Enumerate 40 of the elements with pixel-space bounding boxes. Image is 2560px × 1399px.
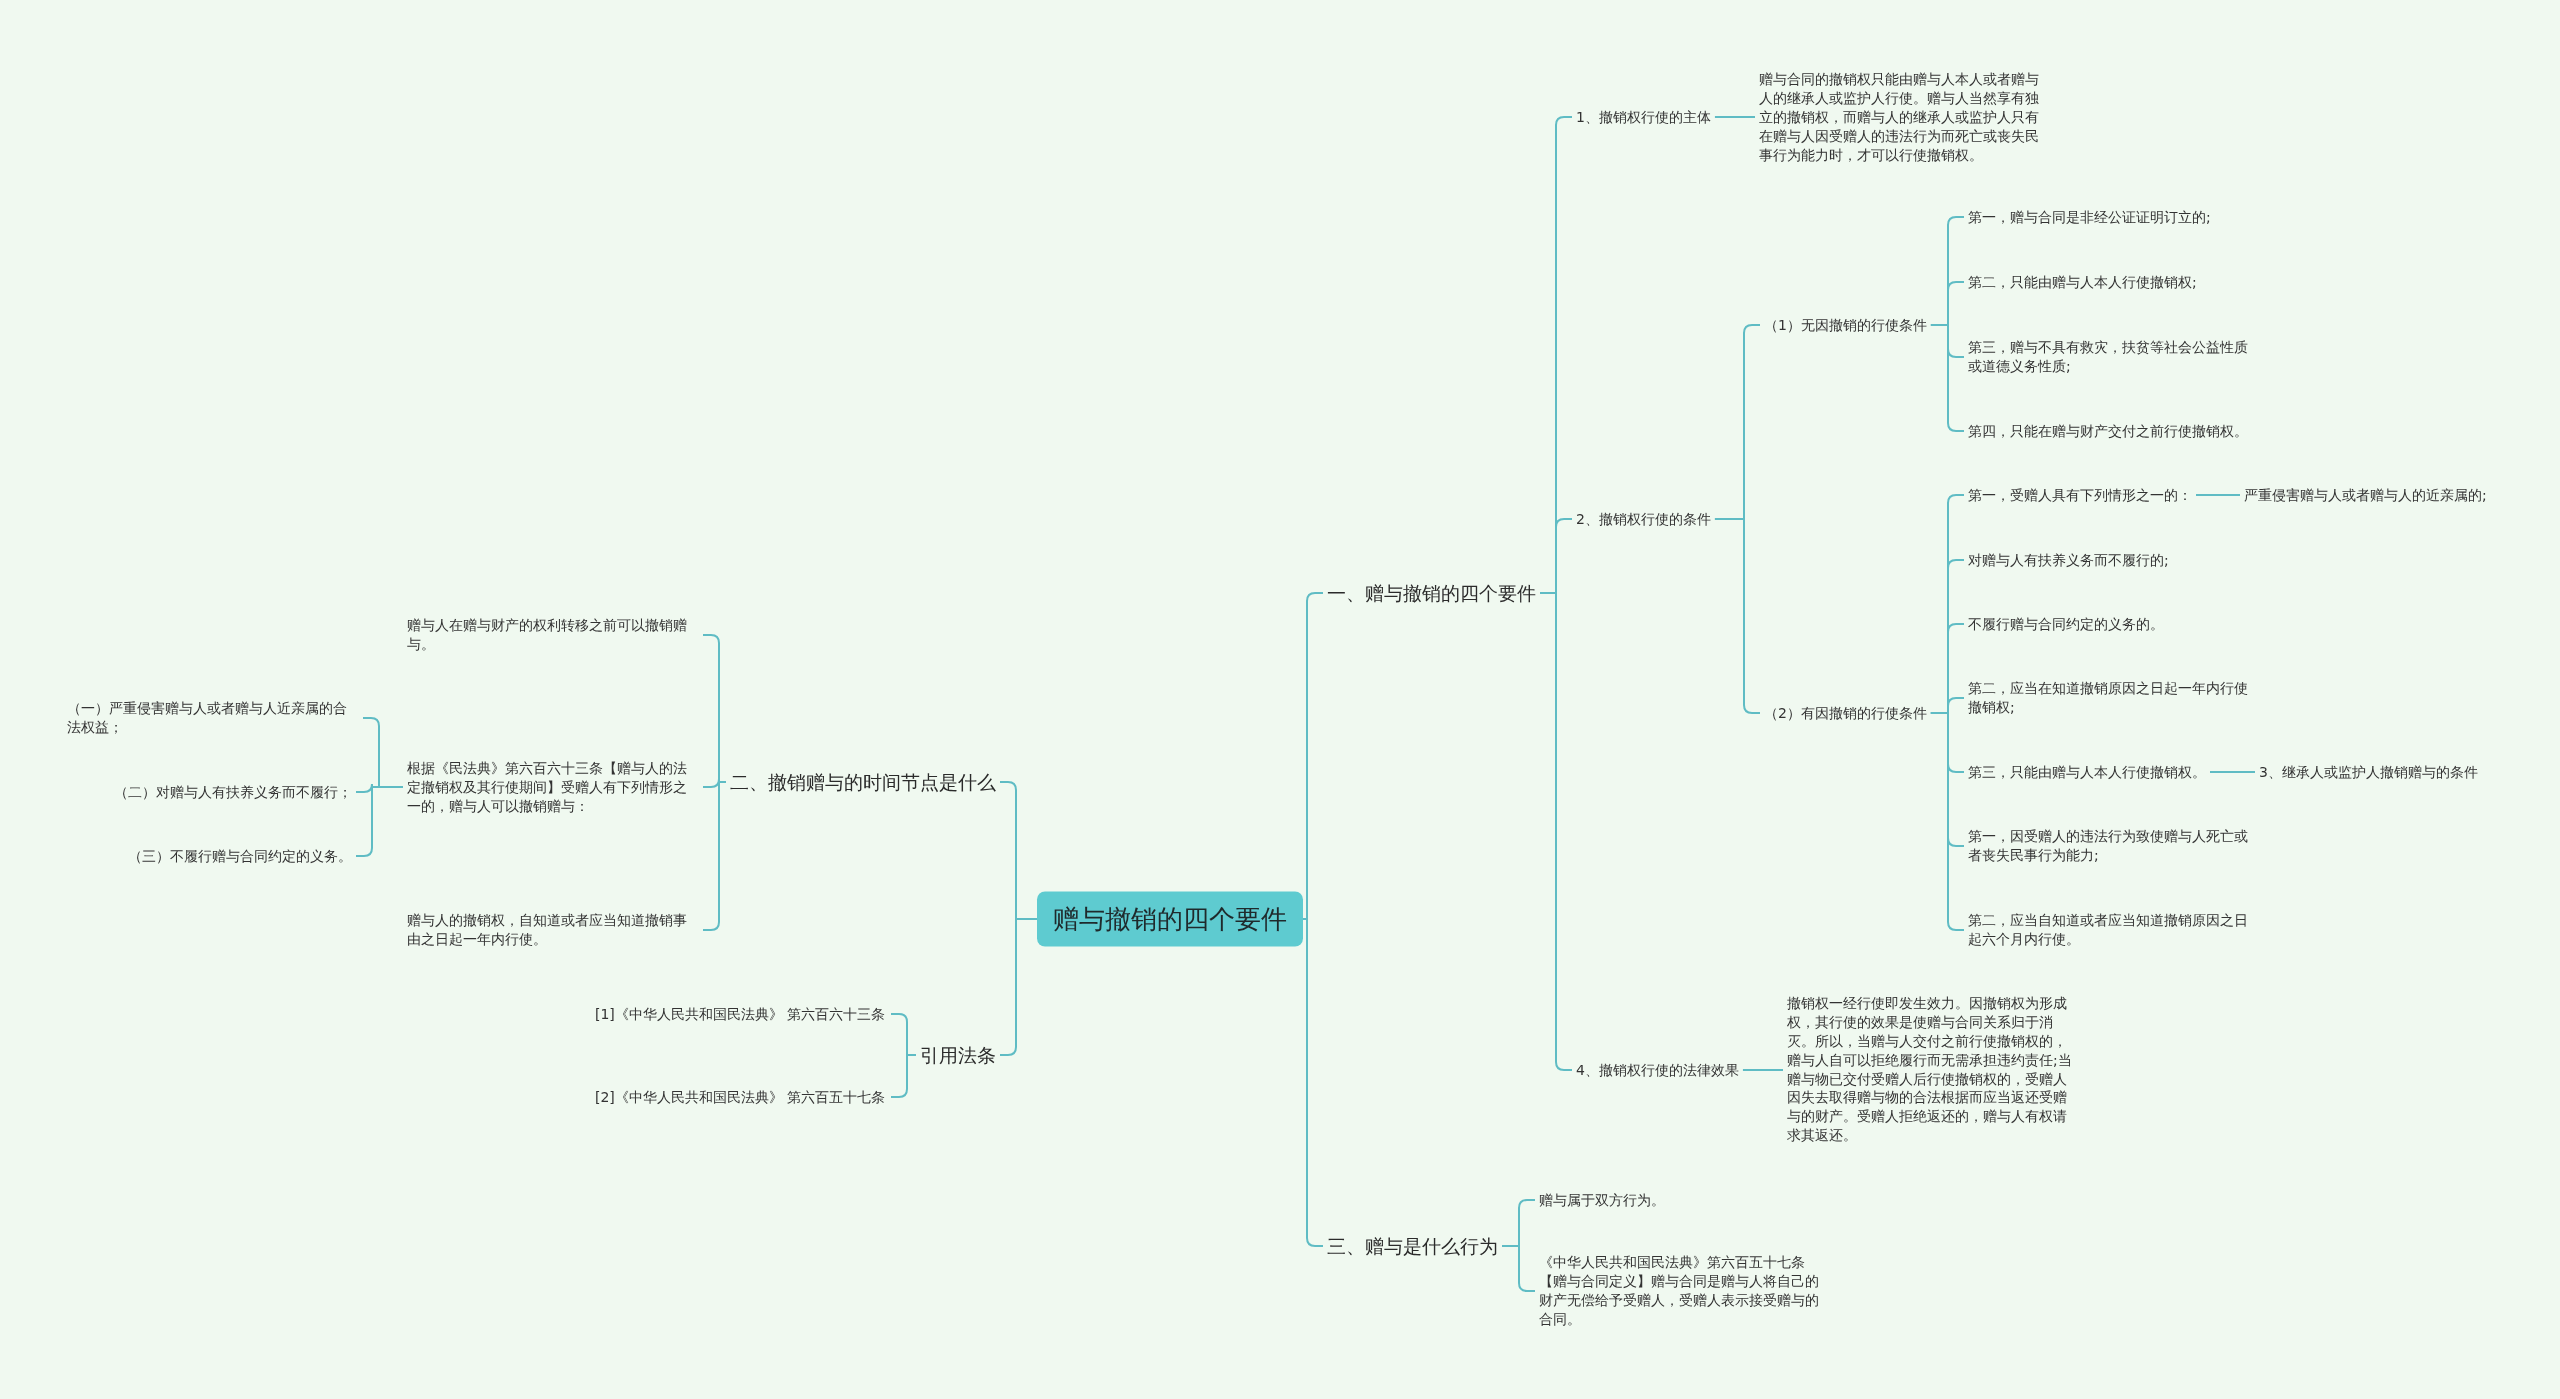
topic-text: 赠与合同的撤销权只能由赠与人本人或者赠与人的继承人或监护人行使。赠与人当然享有独立的撤销权，而赠与人的继承人或监护人只有在赠与人因受赠人的违法行为而死亡或丧失民事行为能力时，才可以行使撤销权。 — [1755, 65, 2055, 169]
topic-text: 第二，只能由赠与人本人行使撤销权; — [1964, 268, 2201, 296]
topic-text: [1]《中华人民共和国民法典》 第六百六十三条 — [591, 1000, 891, 1028]
connector-line — [890, 1054, 917, 1098]
topic-text: 第二，应当自知道或者应当知道撤销原因之日起六个月内行使。 — [1964, 907, 2264, 953]
topic-text: 1、撤销权行使的主体 — [1572, 102, 1715, 132]
topic-text: 根据《民法典》第六百六十三条【赠与人的法定撤销权及其行使期间】受赠人有下列情形之一的，赠与人可以撤销赠与： — [403, 754, 703, 820]
topic-text: 一、赠与撤销的四个要件 — [1323, 574, 1540, 612]
connector-line — [1741, 1069, 1784, 1071]
topic-text: 严重侵害赠与人或者赠与人的近亲属的; — [2240, 481, 2491, 509]
topic-text: 第二，应当在知道撤销原因之日起一年内行使撤销权; — [1964, 675, 2264, 721]
connector-line — [2209, 771, 2256, 773]
topic-text: （1）无因撤销的行使条件 — [1760, 310, 1931, 340]
topic-text: 3、继承人或监护人撤销赠与的条件 — [2255, 758, 2482, 786]
topic-text: 《中华人民共和国民法典》第六百五十七条【赠与合同定义】赠与合同是赠与人将自己的财产无偿给予受赠人，受赠人表示接受赠与的合同。 — [1535, 1249, 1835, 1333]
topic-text: 第三，赠与不具有救灾，扶贫等社会公益性质或道德义务性质; — [1964, 334, 2264, 380]
topic-text: 2、撤销权行使的条件 — [1572, 504, 1715, 534]
topic-text: 赠与人在赠与财产的权利转移之前可以撤销赠与。 — [403, 612, 703, 658]
topic-text: （一）严重侵害赠与人或者赠与人近亲属的合法权益； — [63, 695, 363, 741]
topic-text: （二）对赠与人有扶养义务而不履行； — [110, 778, 356, 806]
topic-text: 引用法条 — [916, 1036, 1000, 1074]
topic-text: 赠与人的撤销权，自知道或者应当知道撤销事由之日起一年内行使。 — [403, 907, 703, 953]
topic-text: 二、撤销赠与的时间节点是什么 — [726, 763, 1000, 801]
topic-text: 三、赠与是什么行为 — [1323, 1227, 1502, 1265]
topic-text: 不履行赠与合同约定的义务的。 — [1964, 610, 2168, 638]
topic-text: 第一，因受赠人的违法行为致使赠与人死亡或者丧失民事行为能力; — [1964, 823, 2264, 869]
connector-line — [2195, 494, 2241, 496]
topic-text: 4、撤销权行使的法律效果 — [1572, 1055, 1743, 1085]
topic-text: 第三，只能由赠与人本人行使撤销权。 — [1964, 758, 2210, 786]
topic-text: 对赠与人有扶养义务而不履行的; — [1964, 546, 2173, 574]
topic-text: 第一，受赠人具有下列情形之一的： — [1964, 481, 2196, 509]
topic-text: （2）有因撤销的行使条件 — [1760, 698, 1931, 728]
topic-text: 赠与属于双方行为。 — [1535, 1186, 1669, 1214]
topic-text: 撤销权一经行使即发生效力。因撤销权为形成权，其行使的效果是使赠与合同关系归于消灭。所以，当赠与人交付之前行使撤销权的，赠与人自可以拒绝履行而无需承担违约责任;当赠与物已交付受赠人后行使撤销权的，受赠人因失去取得赠与物的合法根据而应当返还受赠与的财产。受赠人拒绝返还的，赠与人有权请求其返还。 — [1783, 990, 2083, 1150]
central-topic-box: 赠与撤销的四个要件 — [1037, 891, 1303, 947]
connector-line — [1713, 116, 1756, 118]
topic-text: 第一，赠与合同是非经公证证明订立的; — [1964, 203, 2215, 231]
topic-text: 第四，只能在赠与财产交付之前行使撤销权。 — [1964, 417, 2252, 445]
topic-text: [2]《中华人民共和国民法典》 第六百五十七条 — [591, 1083, 891, 1111]
topic-text: （三）不履行赠与合同约定的义务。 — [124, 842, 356, 870]
